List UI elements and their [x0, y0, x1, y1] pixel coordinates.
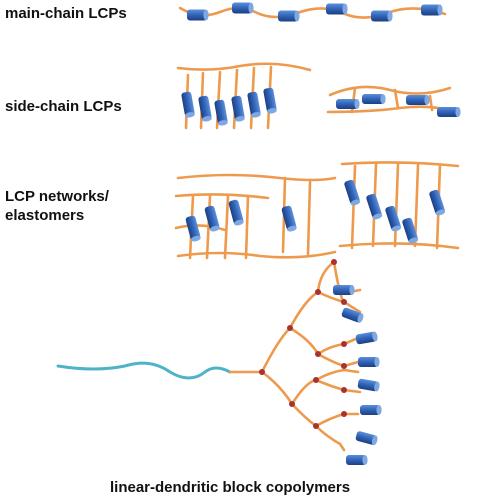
network-a	[174, 173, 337, 260]
branch-point	[315, 351, 321, 357]
side-chain-mesogen	[437, 107, 461, 117]
branch-point	[313, 377, 319, 383]
main-chain-polymer	[178, 6, 447, 19]
branch-point	[331, 259, 337, 265]
dendron-end-mesogen	[360, 405, 382, 415]
dendron-end-mesogen	[358, 357, 380, 367]
linear-block	[56, 361, 232, 380]
main-chain-mesogen	[278, 10, 300, 22]
side-chain-mesogen	[263, 87, 277, 114]
branch-point	[289, 401, 295, 407]
side-chain-mesogen	[362, 94, 386, 104]
side-chain-mesogen	[214, 99, 228, 126]
branch-point	[341, 299, 347, 305]
network-mesogen	[281, 205, 297, 232]
network-mesogen	[344, 179, 361, 206]
branch-point	[315, 289, 321, 295]
branch-point	[313, 423, 319, 429]
dendritic-label: linear-dendritic block copolymers	[110, 479, 351, 496]
side-chain-mesogen	[198, 95, 212, 122]
linear-dendritic-copolymer	[56, 260, 362, 452]
main-chain-backbone	[178, 6, 447, 19]
main-chain-mesogen	[371, 10, 393, 22]
branch-point	[259, 369, 265, 375]
side-chain-label: side-chain LCPs	[5, 98, 122, 115]
side-chain-mesogen	[247, 91, 261, 118]
network-mesogen	[385, 205, 402, 232]
network-mesogen	[185, 215, 201, 242]
networks-label-line1: LCP networks/	[5, 188, 109, 205]
dendron-end-mesogen	[346, 455, 368, 465]
network-mesogen	[429, 189, 446, 216]
dendron-end-mesogen	[355, 431, 378, 446]
network-mesogen	[402, 217, 419, 244]
main-chain-mesogen	[421, 4, 443, 16]
networks-label: LCP networks/ elastomers	[5, 188, 109, 226]
main-chain-label: main-chain LCPs	[5, 5, 127, 22]
dendron-end-mesogen	[333, 285, 355, 295]
branch-point	[341, 411, 347, 417]
dendron-end-mesogen	[341, 307, 364, 323]
main-chain-mesogen	[326, 3, 348, 15]
dendron-end-mesogen	[357, 378, 380, 392]
network-mesogen	[228, 199, 244, 226]
side-chain-mesogen	[406, 95, 430, 105]
networks-label-line2: elastomers	[5, 206, 85, 224]
branch-point	[341, 387, 347, 393]
main-chain-mesogen	[232, 2, 254, 14]
branch-point	[341, 363, 347, 369]
dendron-end-mesogen	[355, 331, 378, 345]
side-chain-mesogen	[181, 91, 195, 118]
branch-point	[287, 325, 293, 331]
network-mesogen	[204, 205, 220, 232]
side-chain-mesogen	[336, 99, 360, 109]
branch-point	[341, 341, 347, 347]
network-mesogen	[366, 193, 383, 220]
side-chain-mesogen	[231, 95, 245, 122]
main-chain-mesogen	[187, 9, 209, 21]
